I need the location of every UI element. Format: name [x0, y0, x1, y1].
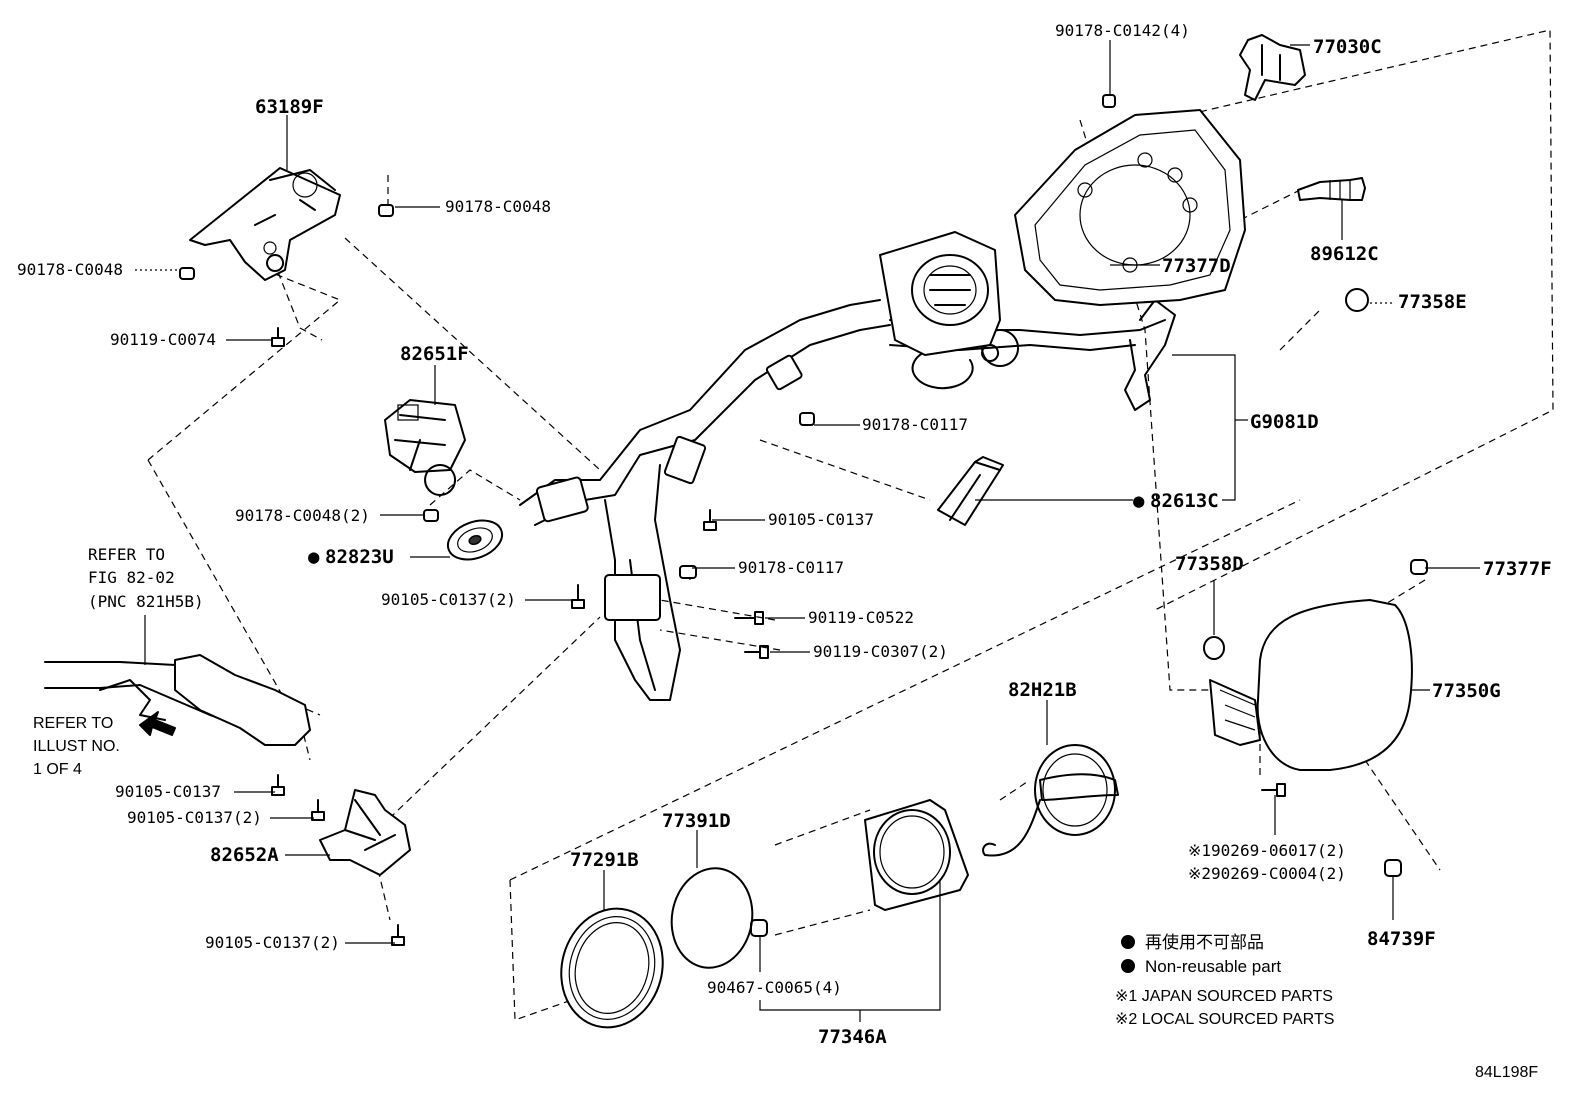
bracket-63189F-drawing [189, 167, 341, 281]
label-89612C[interactable]: 89612C [1310, 243, 1379, 265]
fuel-door-housing-drawing [1014, 109, 1246, 306]
label-77391D[interactable]: 77391D [662, 810, 731, 832]
legend-note-2: ※2 LOCAL SOURCED PARTS [1115, 1011, 1334, 1028]
legend: 再使用不可部品 Non-reusable part ※1 JAPAN SOURC… [1115, 932, 1334, 1028]
label-90269-C0004[interactable]: ※290269-C0004(2) [1188, 864, 1346, 883]
legend-note-1: ※1 JAPAN SOURCED PARTS [1115, 988, 1333, 1005]
small-fasteners [179, 94, 1428, 946]
label-90119-C0074[interactable]: 90119-C0074 [110, 330, 216, 349]
bracket-82652A-drawing [319, 789, 411, 876]
refer-illust-line3[interactable]: 1 OF 4 [33, 761, 82, 778]
label-90105-C0137-a[interactable]: 90105-C0137 [115, 782, 221, 801]
legend-bullet-en [1121, 959, 1135, 973]
actuator-82651F-drawing [384, 399, 466, 496]
label-90467-C0065[interactable]: 90467-C0065(4) [707, 978, 842, 997]
label-77358E[interactable]: 77358E [1398, 291, 1467, 313]
diagram-code: 84L198F [1475, 1064, 1538, 1081]
label-82613C[interactable]: 82613C [1150, 490, 1219, 512]
label-77350G[interactable]: 77350G [1432, 680, 1501, 702]
refer-illust-line1[interactable]: REFER TO [33, 715, 113, 732]
grommet-77358D-drawing [1203, 636, 1225, 660]
label-77346A[interactable]: 77346A [818, 1026, 887, 1048]
label-90178-C0048-top[interactable]: 90178-C0048 [445, 197, 551, 216]
label-77291B[interactable]: 77291B [570, 849, 639, 871]
legend-jp-non-reusable: 再使用不可部品 [1145, 932, 1264, 952]
label-77377D[interactable]: 77377D [1162, 255, 1231, 277]
o-ring-77391D-drawing [670, 867, 754, 969]
label-90178-C0048-2[interactable]: 90178-C0048(2) [235, 506, 370, 525]
sensor-89612C-drawing [1297, 177, 1366, 201]
fuel-cap-82H21B-drawing [982, 744, 1119, 857]
filler-ring-77346A-drawing [864, 799, 969, 911]
refer-arrow [139, 711, 176, 736]
label-90105-C0137-mid[interactable]: 90105-C0137 [768, 510, 874, 529]
fuel-door-77350G-drawing [1209, 599, 1413, 771]
refer-fig-line2[interactable]: FIG 82-02 [88, 568, 175, 587]
label-77377F[interactable]: 77377F [1483, 558, 1552, 580]
label-82H21B[interactable]: 82H21B [1008, 679, 1077, 701]
label-82823U-marker: ● [308, 546, 320, 568]
connector-82613C-drawing [937, 456, 1004, 526]
label-90105-C0137-2-c[interactable]: 90105-C0137(2) [205, 933, 340, 952]
connector-cable-drawing [44, 654, 311, 746]
label-90178-C0048-left[interactable]: 90178-C0048 [17, 260, 123, 279]
label-84739F[interactable]: 84739F [1367, 928, 1436, 950]
label-90105-C0137-2-b[interactable]: 90105-C0137(2) [127, 808, 262, 827]
label-90105-C0137-2-mid[interactable]: 90105-C0137(2) [381, 590, 516, 609]
seal-77291B-drawing [560, 907, 664, 1029]
fuel-door-hinge-77030C-drawing [1239, 34, 1306, 101]
legend-bullet-jp [1121, 935, 1135, 949]
label-77030C[interactable]: 77030C [1313, 36, 1382, 58]
label-82652A[interactable]: 82652A [210, 844, 279, 866]
label-90178-C0117-top[interactable]: 90178-C0117 [862, 415, 968, 434]
refer-fig-line1[interactable]: REFER TO [88, 545, 165, 564]
label-90119-C0522[interactable]: 90119-C0522 [808, 608, 914, 627]
fuel-lid-harness-drawing [519, 299, 1176, 701]
leader-lines [135, 40, 1480, 1022]
label-90119-C0307[interactable]: 90119-C0307(2) [813, 642, 948, 661]
legend-non-reusable: Non-reusable part [1145, 957, 1281, 976]
label-63189F[interactable]: 63189F [255, 96, 324, 118]
part-labels: 63189F 90178-C0048 90178-C0048 90119-C00… [17, 21, 1552, 1048]
label-G9081D[interactable]: G9081D [1250, 411, 1319, 433]
speaker-82823U-drawing [446, 519, 504, 561]
label-90178-C0117-mid[interactable]: 90178-C0117 [738, 558, 844, 577]
refer-fig-line3[interactable]: (PNC 821H5B) [88, 592, 204, 611]
label-82651F[interactable]: 82651F [400, 343, 469, 365]
fuel-lid-opener-drawing [879, 231, 1001, 356]
label-82613C-marker: ● [1133, 490, 1145, 512]
grommet-77358E-drawing [1345, 288, 1369, 312]
label-90269-06017[interactable]: ※190269-06017(2) [1188, 841, 1346, 860]
refer-illust-line2[interactable]: ILLUST NO. [33, 738, 120, 755]
label-82823U[interactable]: 82823U [325, 546, 394, 568]
label-77358D[interactable]: 77358D [1175, 553, 1244, 575]
label-90178-C0142[interactable]: 90178-C0142(4) [1055, 21, 1190, 40]
